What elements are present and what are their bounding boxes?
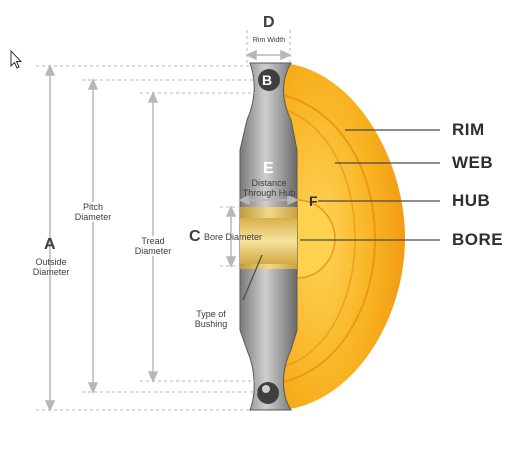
part-label-web: WEB <box>452 153 494 172</box>
label-c-letter: C <box>189 228 201 245</box>
leader-lines <box>242 129 440 301</box>
label-pitch-1: Pitch <box>75 202 111 212</box>
label-d-letter: D <box>263 14 275 31</box>
mouse-cursor-icon <box>10 50 23 69</box>
label-bushing-2: Bushing <box>194 319 228 329</box>
label-a-letter: A <box>44 236 56 253</box>
label-e-text-2: Through Hub <box>242 188 296 198</box>
label-a-text-2: Diameter <box>32 267 70 277</box>
top-groove <box>258 69 280 91</box>
web-ring <box>282 94 377 383</box>
part-label-rim: RIM <box>452 120 485 139</box>
extension-lines <box>36 30 291 411</box>
bottom-groove <box>257 382 279 404</box>
label-c-text: Bore Diameter <box>204 232 263 242</box>
rim-face <box>283 63 405 410</box>
label-e-letter: E <box>263 160 274 177</box>
label-pitch-2: Diameter <box>72 212 114 222</box>
hub-face <box>296 199 336 279</box>
steel-section <box>239 62 298 411</box>
label-tread-1: Tread <box>135 236 171 246</box>
label-e-text-1: Distance <box>251 178 287 188</box>
web-ring-inner <box>284 109 356 367</box>
part-label-bore: BORE <box>452 230 504 249</box>
part-label-hub: HUB <box>452 191 491 210</box>
label-f-letter: F <box>309 193 318 209</box>
label-b-letter: B <box>262 72 273 88</box>
label-d-text: Rim Width <box>252 37 286 44</box>
bore <box>240 218 297 264</box>
label-bushing-1: Type of <box>196 309 226 319</box>
wheel-body <box>282 63 405 410</box>
label-a-text-1: Outside <box>35 257 67 267</box>
label-tread-2: Diameter <box>132 246 174 256</box>
